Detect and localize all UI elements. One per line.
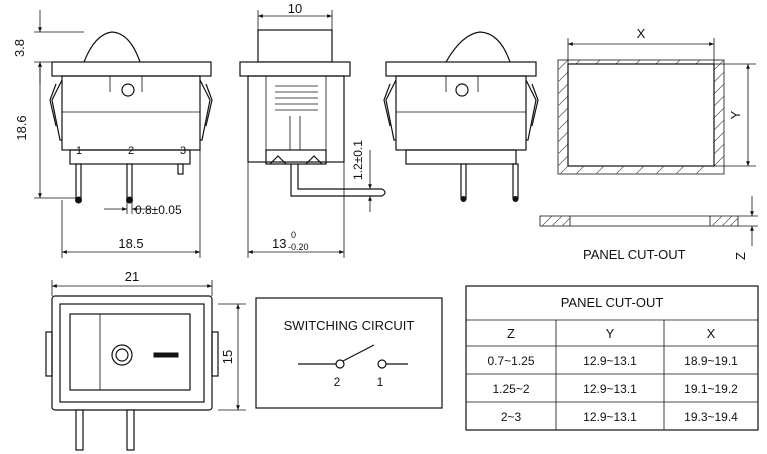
dim-lead-offset: 1.2±0.1 [351,140,365,180]
dim-pin-thickness: 0.8±0.05 [135,203,182,217]
top-flange [51,61,212,77]
table-header-z: Z [507,326,515,341]
side-view-right [383,31,539,202]
terminal-3-label: 3 [180,145,186,157]
dim-pin-length-lower-tol: -0.20 [288,242,309,252]
rocker-button [83,31,141,63]
table-cell: 19.1~19.2 [684,382,738,396]
circuit-terminal-right: 1 [377,375,384,389]
top-cap [257,29,333,63]
panel-cutout-view: X Y Z PANEL CUT-OUT [539,26,758,262]
cutout-x-label: X [637,26,646,41]
table-cell: 1.25~2 [492,382,529,396]
table-header-y: Y [606,326,615,341]
switch-body [61,75,201,151]
table-cell: 12.9~13.1 [583,382,637,396]
panel-cutout-caption: PANEL CUT-OUT [583,247,686,262]
bottom-inner-frame [69,313,191,391]
table-cell: 19.3~19.4 [684,410,738,424]
table-header-x: X [707,326,716,341]
dim-pin-spacing: 18.5 [118,236,143,251]
table-title: PANEL CUT-OUT [561,295,664,310]
dim-bottom-width: 21 [125,269,139,284]
table-cell: 12.9~13.1 [583,410,637,424]
bottom-view: 21 15 [45,269,246,451]
circuit-terminal-left: 2 [334,375,341,389]
terminal-1-label: 1 [76,145,82,157]
dim-body-height: 18.6 [14,115,29,140]
front-view: 10 1.2±0.1 13 0 -0.20 [239,1,386,258]
cutout-y-label: Y [728,110,743,119]
table-cell: 18.9~19.1 [684,354,738,368]
switching-circuit-box [255,297,443,409]
table-cell: 0.7~1.25 [487,354,534,368]
dim-bottom-height: 15 [220,350,235,364]
dim-pin-length: 13 [272,236,286,251]
terminal-2-label: 2 [128,145,134,157]
panel-cutout-table: PANEL CUT-OUT Z Y X 0.7~1.25 12.9~13.1 1… [465,285,759,431]
dim-button-height: 3.8 [12,39,27,57]
switching-circuit-title: SWITCHING CIRCUIT [284,318,415,333]
table-cell: 2~3 [501,410,522,424]
dim-top-width: 10 [288,1,302,16]
table-cell: 12.9~13.1 [583,354,637,368]
side-view-left: 1 2 3 3.8 18.6 0.8±0.05 18.5 [12,10,213,258]
dim-pin-length-upper-tol: 0 [291,230,296,240]
cutout-opening [567,63,715,167]
switching-circuit: SWITCHING CIRCUIT 2 1 [255,297,443,409]
panel-thickness-z-label: Z [733,252,748,260]
hatching [557,59,725,175]
